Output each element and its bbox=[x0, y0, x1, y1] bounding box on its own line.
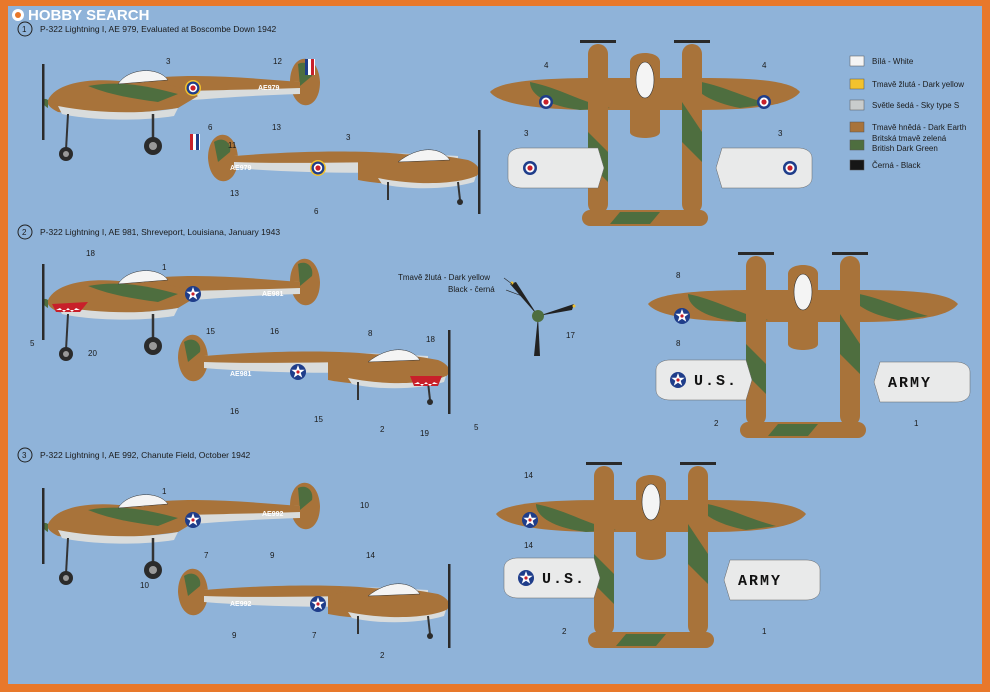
callout: 3 bbox=[346, 133, 351, 142]
callout: 3 bbox=[524, 129, 529, 138]
profile-2-side-right: AE981 bbox=[177, 329, 452, 415]
profile-2-serial-a: AE981 bbox=[262, 291, 284, 298]
callout: 12 bbox=[273, 57, 282, 66]
profile-3-number: 3 bbox=[22, 451, 27, 460]
callout: 6 bbox=[208, 123, 213, 132]
callout: 13 bbox=[272, 123, 281, 132]
callout: 1 bbox=[914, 419, 919, 428]
profile-3-caption: P-322 Lightning I, AE 992, Chanute Field… bbox=[40, 450, 251, 460]
callout: 1 bbox=[162, 263, 167, 272]
legend-swatch-black bbox=[849, 159, 865, 171]
profile-3-side-right: AE992 bbox=[177, 563, 452, 649]
callout: 18 bbox=[426, 335, 435, 344]
callout: 2 bbox=[380, 651, 385, 660]
profile-1-side-left: AE979 bbox=[40, 57, 322, 163]
profile-1-badge bbox=[17, 21, 33, 37]
wing-us-text: U.S. bbox=[542, 571, 586, 588]
underwing-2-left: U.S. bbox=[655, 359, 753, 401]
profile-1-number: 1 bbox=[22, 25, 27, 34]
plan-view-1 bbox=[489, 39, 801, 227]
callout: 16 bbox=[230, 407, 239, 416]
profile-2-caption: P-322 Lightning I, AE 981, Shreveport, L… bbox=[40, 227, 280, 237]
profile-3-badge bbox=[17, 447, 33, 463]
callout: 14 bbox=[524, 471, 533, 480]
profile-2-badge bbox=[17, 224, 33, 240]
callout: 10 bbox=[140, 581, 149, 590]
legend-swatch-earth bbox=[849, 121, 865, 133]
legend-label-grey: Světle šedá - Sky type S bbox=[872, 101, 959, 110]
legend-swatch-white bbox=[849, 55, 865, 67]
legend-label-earth: Tmavě hnědá - Dark Earth bbox=[872, 123, 966, 132]
callout: 14 bbox=[366, 551, 375, 560]
callout: 15 bbox=[314, 415, 323, 424]
callout: 19 bbox=[420, 429, 429, 438]
underwing-1-left bbox=[507, 147, 605, 189]
profile-3-serial-a: AE992 bbox=[262, 511, 284, 518]
profile-3-side-left: AE992 bbox=[40, 481, 322, 587]
callout: 3 bbox=[778, 129, 783, 138]
logo-text: HOBBY SEARCH bbox=[28, 7, 149, 24]
plan-view-3 bbox=[495, 461, 807, 649]
callout: 2 bbox=[380, 425, 385, 434]
legend-swatch-yellow bbox=[849, 78, 865, 90]
profile-1-side-right: AE979 bbox=[190, 129, 482, 215]
callout: 1 bbox=[162, 487, 167, 496]
profile-2-number: 2 bbox=[22, 228, 27, 237]
callout: 5 bbox=[474, 423, 479, 432]
callout: 7 bbox=[312, 631, 317, 640]
legend-swatch-green bbox=[849, 139, 865, 151]
decal-sheet: HOBBY SEARCH 1 P-322 Lightning I, AE 979… bbox=[8, 6, 982, 684]
callout: 9 bbox=[270, 551, 275, 560]
callout: 14 bbox=[524, 541, 533, 550]
plan-view-2 bbox=[647, 251, 959, 439]
propeller-diagram bbox=[510, 281, 576, 356]
profile-1-serial-a: AE979 bbox=[258, 85, 280, 92]
prop-color-label-2: Black - černá bbox=[448, 285, 495, 294]
callout: 2 bbox=[562, 627, 567, 636]
underwing-1-right bbox=[715, 147, 813, 189]
wing-army-text: ARMY bbox=[738, 573, 782, 590]
callout: 6 bbox=[314, 207, 319, 216]
callout: 4 bbox=[544, 61, 549, 70]
legend-label-green-en: British Dark Green bbox=[872, 144, 938, 153]
callout: 8 bbox=[676, 271, 681, 280]
callout: 9 bbox=[232, 631, 237, 640]
callout: 4 bbox=[762, 61, 767, 70]
callout: 3 bbox=[166, 57, 171, 66]
callout: 16 bbox=[270, 327, 279, 336]
callout: 20 bbox=[88, 349, 97, 358]
prop-color-label-1: Tmavě žlutá - Dark yellow bbox=[398, 273, 490, 282]
callout: 13 bbox=[230, 189, 239, 198]
color-legend: Bílá - White Tmavě žlutá - Dark yellow S… bbox=[849, 55, 966, 171]
callout: 8 bbox=[676, 339, 681, 348]
legend-label-yellow: Tmavě žlutá - Dark yellow bbox=[872, 80, 964, 89]
callout: 18 bbox=[86, 249, 95, 258]
legend-label-white: Bílá - White bbox=[872, 57, 914, 66]
underwing-3-right: ARMY bbox=[723, 559, 821, 601]
callout: 8 bbox=[368, 329, 373, 338]
callout: 7 bbox=[204, 551, 209, 560]
callout: 2 bbox=[714, 419, 719, 428]
underwing-3-left: U.S. bbox=[503, 557, 601, 599]
legend-label-green-cz: Britská tmavě zelená bbox=[872, 134, 947, 143]
legend-label-black: Černá - Black bbox=[872, 161, 921, 170]
profile-1-caption: P-322 Lightning I, AE 979, Evaluated at … bbox=[40, 24, 277, 34]
profile-1-serial-b: AE979 bbox=[230, 165, 252, 172]
callout: 1 bbox=[762, 627, 767, 636]
wing-us-text: U.S. bbox=[694, 373, 738, 390]
underwing-2-right: ARMY bbox=[873, 361, 971, 403]
profile-2-serial-b: AE981 bbox=[230, 371, 252, 378]
callout: 5 bbox=[30, 339, 35, 348]
legend-swatch-grey bbox=[849, 99, 865, 111]
callout: 11 bbox=[228, 141, 237, 150]
callout: 15 bbox=[206, 327, 215, 336]
wing-army-text: ARMY bbox=[888, 375, 932, 392]
profile-3-serial-b: AE992 bbox=[230, 601, 252, 608]
profile-2-side-left: AE981 bbox=[40, 257, 322, 363]
hobby-search-logo: HOBBY SEARCH bbox=[12, 7, 149, 24]
prop-callout: 17 bbox=[566, 331, 575, 340]
callout: 10 bbox=[360, 501, 369, 510]
